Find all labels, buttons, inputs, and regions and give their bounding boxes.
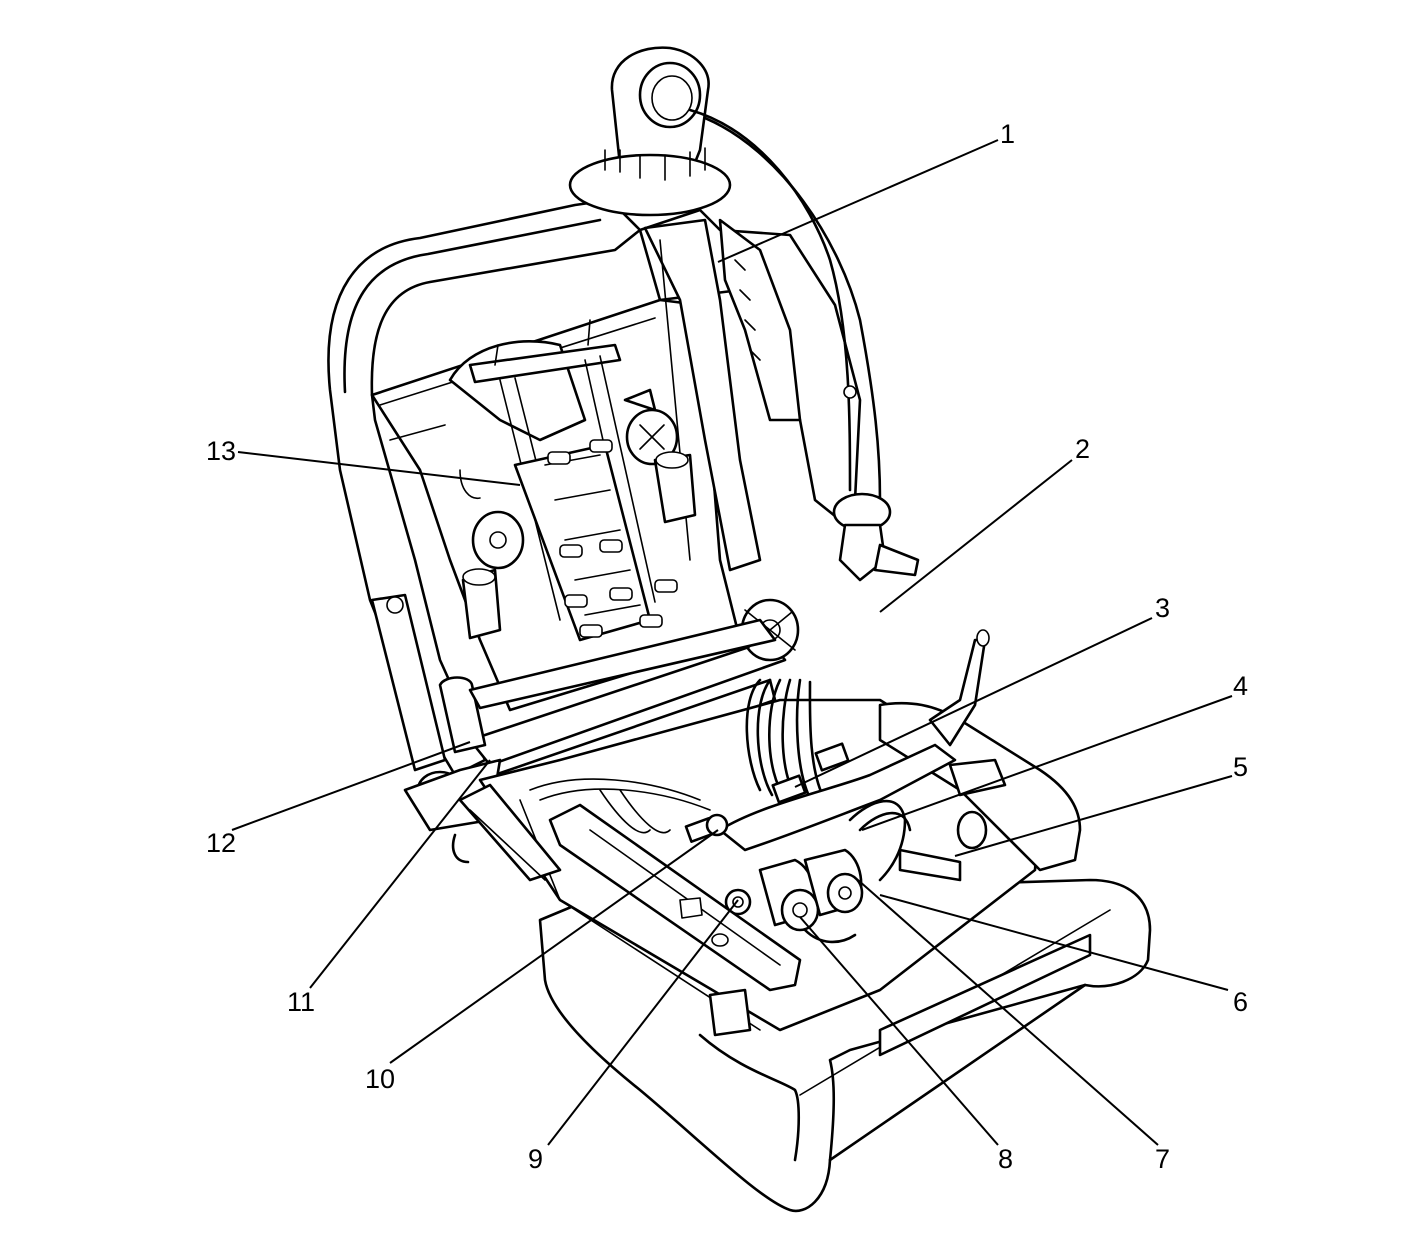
- leader-lines: [231, 139, 1233, 1146]
- leader-4: [861, 695, 1233, 831]
- leader-7: [857, 879, 1159, 1146]
- leader-5: [954, 775, 1233, 857]
- lumbar-assembly: [448, 319, 697, 642]
- seat-track-left: [458, 783, 802, 1037]
- adjuster-motors: [724, 758, 1007, 944]
- callout-7: 7: [1155, 1144, 1170, 1174]
- wiring-harness: [529, 629, 990, 882]
- seat-cushion-frame: [478, 698, 1152, 1213]
- leader-1: [717, 139, 999, 263]
- leader-3: [794, 617, 1153, 788]
- leader-12: [231, 741, 471, 831]
- callout-12: 12: [206, 828, 236, 858]
- leader-8: [799, 916, 999, 1146]
- leader-13: [237, 451, 521, 486]
- callout-6: 6: [1233, 987, 1248, 1017]
- leader-6: [879, 894, 1229, 991]
- leader-10: [389, 829, 719, 1064]
- seatbelt-tower: [568, 46, 920, 582]
- callout-11: 11: [287, 987, 315, 1017]
- leader-11: [309, 759, 491, 989]
- callout-labels: 1 2 3 4 5 6 7 8 9 10 11 12 13: [206, 119, 1248, 1174]
- callout-5: 5: [1233, 752, 1248, 782]
- leader-2: [879, 459, 1073, 613]
- callout-3: 3: [1155, 593, 1170, 623]
- leader-9: [547, 899, 739, 1146]
- callout-2: 2: [1075, 434, 1090, 464]
- callout-1: 1: [1000, 119, 1015, 149]
- callout-13: 13: [206, 436, 236, 466]
- callout-9: 9: [528, 1144, 543, 1174]
- callout-8: 8: [998, 1144, 1013, 1174]
- callout-4: 4: [1233, 671, 1248, 701]
- callout-10: 10: [365, 1064, 395, 1094]
